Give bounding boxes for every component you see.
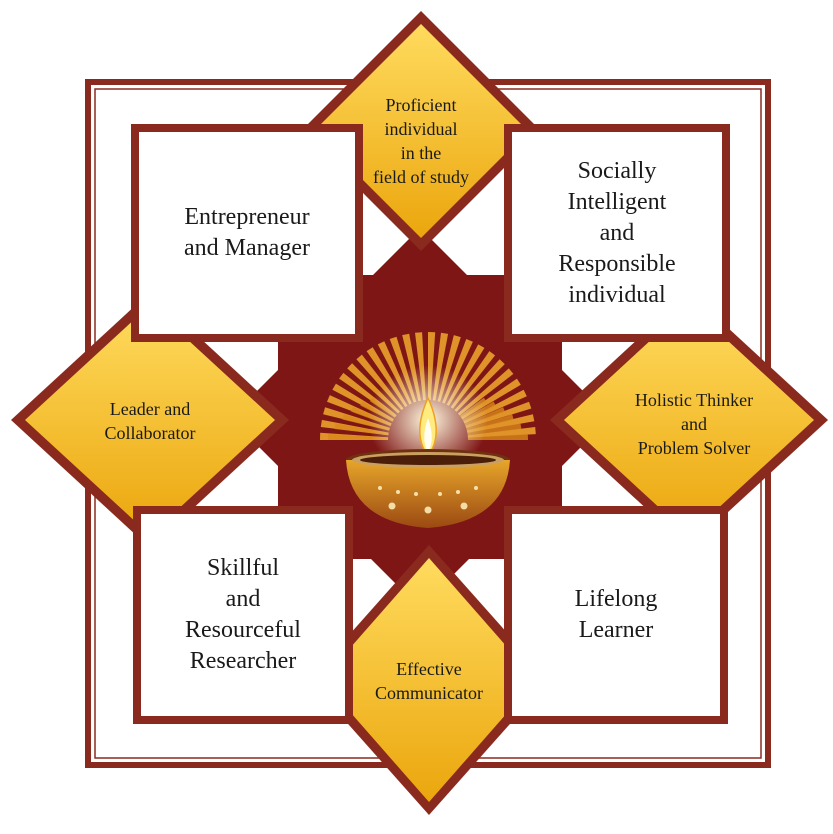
diamond-left-label: Leader and Collaborator bbox=[104, 399, 196, 443]
box-top-left-label: Entrepreneur and Manager bbox=[184, 204, 310, 261]
diamond-bottom-shape bbox=[309, 545, 549, 815]
box-bottom-left-label: Skillful and Resourceful Researcher bbox=[185, 555, 301, 674]
box-top-right-frame bbox=[504, 124, 730, 342]
diamond-bottom-label: Effective Communicator bbox=[375, 659, 483, 703]
diamond-right-label: Holistic Thinker and Problem Solver bbox=[634, 390, 754, 458]
diya-lamp-icon bbox=[320, 332, 536, 528]
box-bottom-right-label: Lifelong Learner bbox=[574, 586, 658, 643]
box-bottom-right-frame bbox=[504, 506, 728, 724]
box-top-right-label: Socially Intelligent and Responsible ind… bbox=[558, 157, 676, 308]
diya-decoration-icon bbox=[378, 486, 478, 514]
diamond-left-shape bbox=[11, 292, 289, 548]
box-bottom-left-frame bbox=[133, 506, 353, 724]
box-top-left-frame bbox=[131, 124, 363, 342]
diamond-right-shape bbox=[550, 292, 828, 548]
diamond-top-label: Proficient individual in the field of st… bbox=[373, 95, 469, 187]
